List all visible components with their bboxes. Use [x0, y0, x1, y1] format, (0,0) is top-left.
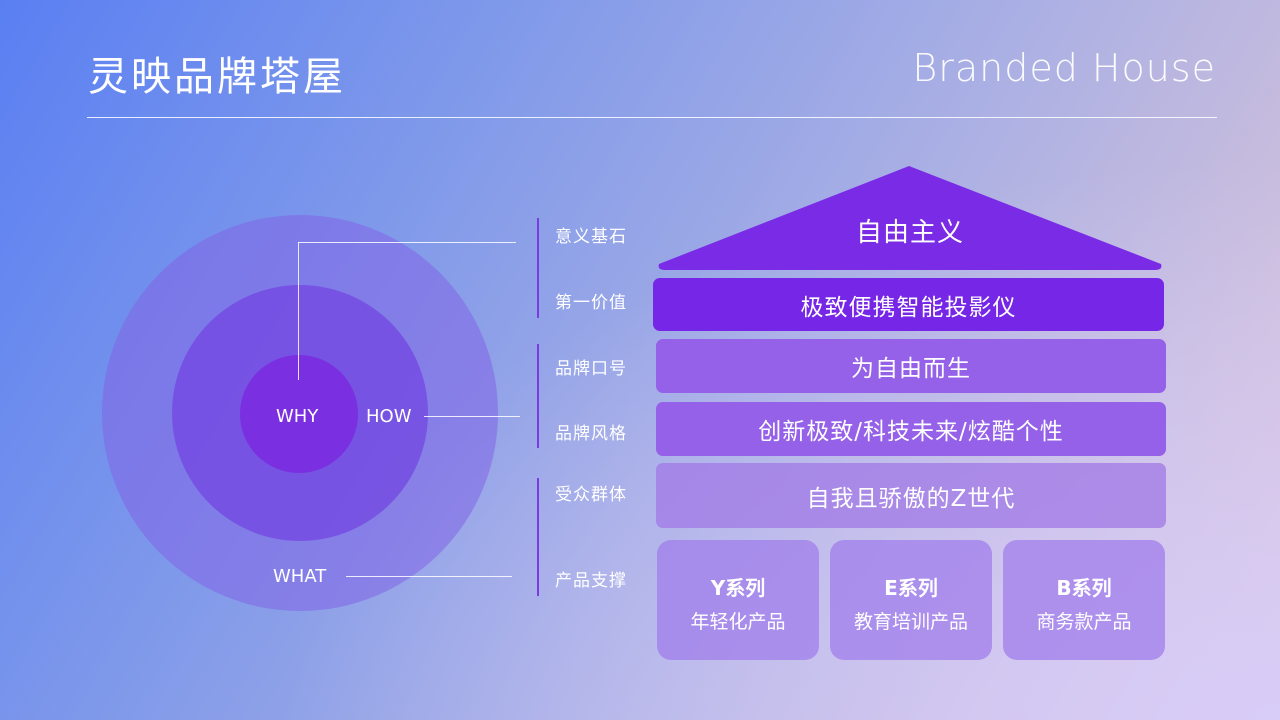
product-card-y: Y系列 年轻化产品	[657, 540, 819, 660]
band-audience: 自我且骄傲的Z世代	[656, 463, 1166, 528]
page-subtitle: Branded House	[912, 46, 1216, 90]
band-style: 创新极致/科技未来/炫酷个性	[656, 402, 1166, 456]
row-label-meaning: 意义基石	[555, 227, 627, 247]
house-roof	[658, 166, 1162, 270]
product-card-desc: 年轻化产品	[690, 611, 786, 633]
product-card-e: E系列 教育培训产品	[830, 540, 992, 660]
how-connector	[424, 416, 520, 417]
bracket-how	[537, 344, 539, 448]
row-label-first-value: 第一价值	[555, 293, 627, 313]
roof-text: 自由主义	[855, 218, 964, 248]
title-divider	[87, 117, 1217, 118]
why-connector-horizontal	[298, 242, 516, 243]
page-title: 灵映品牌塔屋	[88, 54, 346, 100]
product-card-desc: 教育培训产品	[853, 611, 968, 633]
why-label: WHY	[276, 406, 319, 427]
bracket-what	[537, 478, 539, 596]
product-card-title: E系列	[884, 576, 938, 600]
bracket-why	[537, 218, 539, 318]
product-card-title: Y系列	[710, 576, 766, 600]
what-label: WHAT	[273, 566, 327, 587]
row-label-products: 产品支撑	[555, 571, 627, 591]
product-card-title: B系列	[1056, 576, 1112, 600]
why-circle	[240, 355, 358, 473]
band-first-value: 极致便携智能投影仪	[653, 278, 1164, 331]
row-label-style: 品牌风格	[555, 424, 627, 444]
row-label-audience: 受众群体	[555, 485, 627, 505]
row-label-slogan: 品牌口号	[555, 359, 627, 379]
why-connector-vertical	[298, 242, 299, 380]
band-slogan: 为自由而生	[656, 339, 1166, 393]
how-label: HOW	[366, 406, 412, 427]
what-connector	[346, 576, 512, 577]
product-card-b: B系列 商务款产品	[1003, 540, 1165, 660]
product-card-desc: 商务款产品	[1036, 611, 1132, 633]
